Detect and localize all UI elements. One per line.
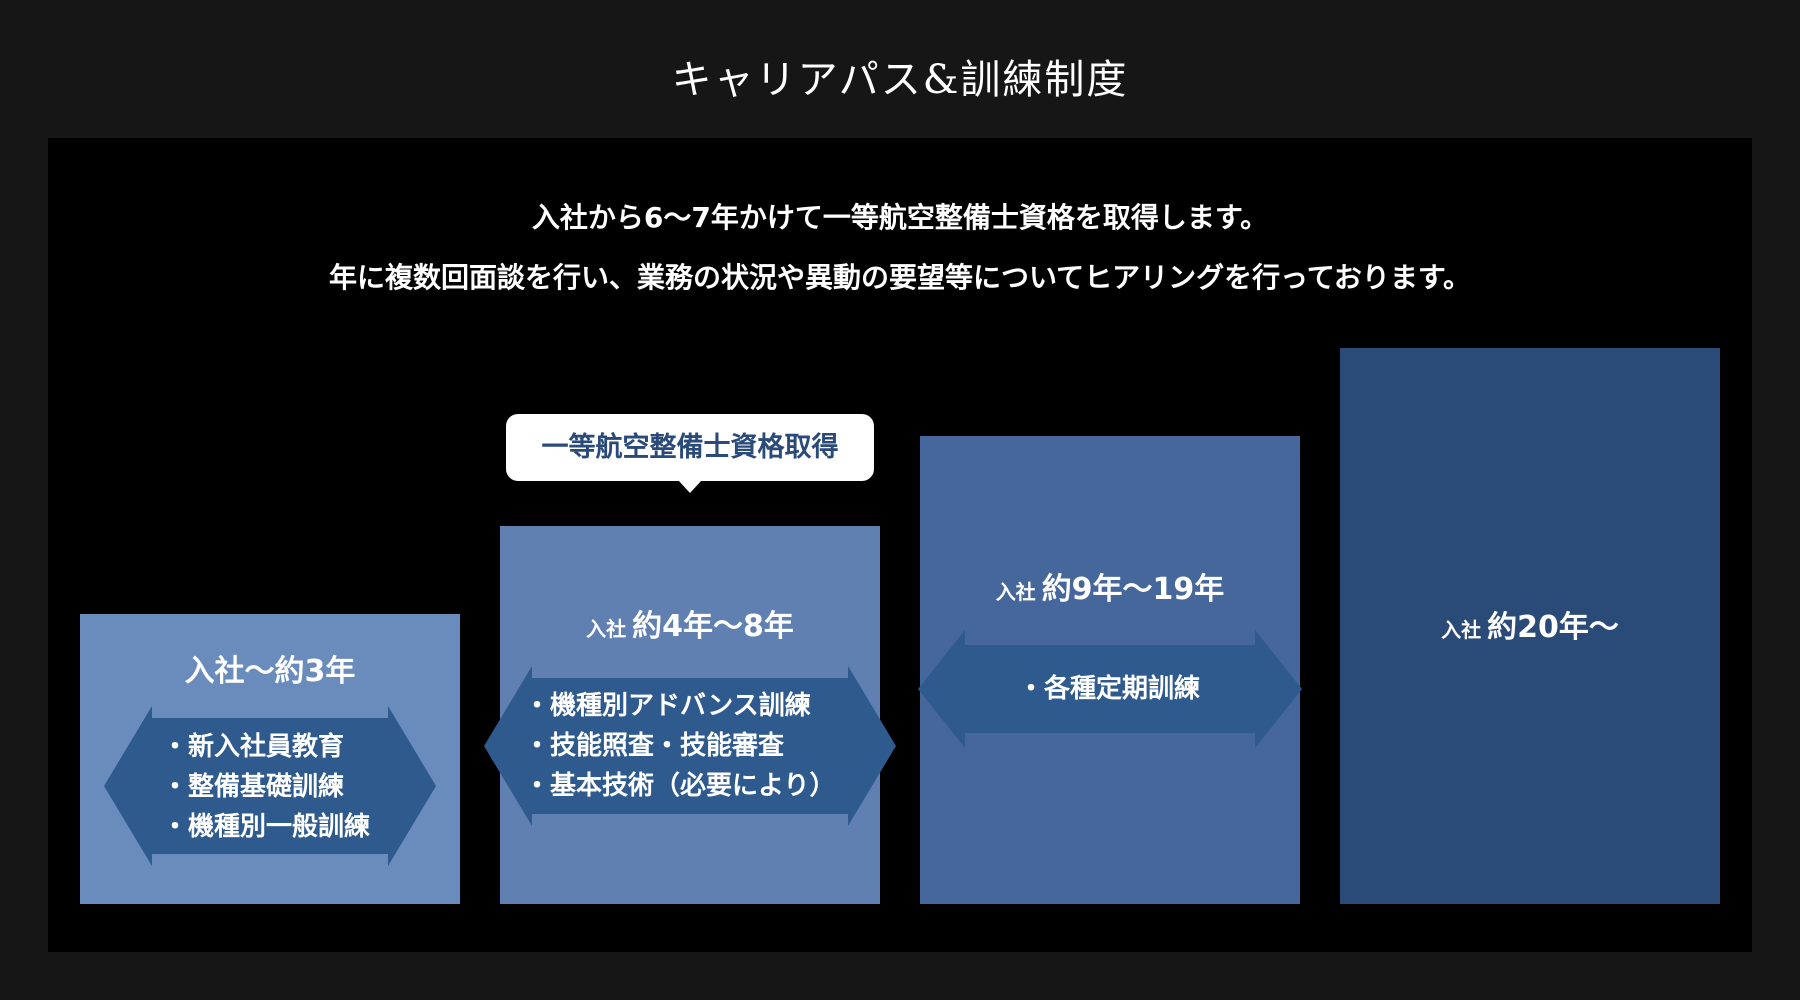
intro-line-2: 年に複数回面談を行い、業務の状況や異動の要望等についてヒアリングを行っております… — [328, 261, 1472, 294]
stage-2-training-list: ・機種別アドバンス訓練 ・技能照査・技能審査 ・基本技術（必要により） — [524, 686, 835, 806]
stage-4-period-text: 約20年〜 — [1487, 610, 1619, 645]
stage-4-period: 入社約20年〜 — [1340, 608, 1720, 650]
stage-2-prefix: 入社 — [586, 617, 627, 641]
certification-callout: 一等航空整備士資格取得 — [506, 414, 874, 481]
stage-4-prefix: 入社 — [1441, 618, 1482, 642]
stage-3-period-text: 約9年〜19年 — [1041, 572, 1225, 607]
stage-2-arrow: ・機種別アドバンス訓練 ・技能照査・技能審査 ・基本技術（必要により） — [484, 666, 896, 826]
training-item: ・基本技術（必要により） — [524, 771, 836, 801]
stage-3-prefix: 入社 — [995, 580, 1036, 604]
stage-3-arrow: ・各種定期訓練 — [918, 630, 1302, 748]
training-item: ・機種別一般訓練 — [162, 812, 371, 842]
intro-line-1: 入社から6〜7年かけて一等航空整備士資格を取得します。 — [531, 201, 1269, 234]
training-item: ・整備基礎訓練 — [162, 772, 345, 802]
stage-2-period: 入社約4年〜8年 — [500, 607, 880, 649]
stage-2-period-text: 約4年〜8年 — [632, 609, 794, 644]
training-item: ・新入社員教育 — [162, 732, 345, 762]
stage-1-arrow: ・新入社員教育 ・整備基礎訓練 ・機種別一般訓練 — [104, 706, 436, 866]
stage-1-period-text: 入社〜約3年 — [184, 654, 356, 689]
training-item: ・機種別アドバンス訓練 — [524, 691, 811, 721]
stage-3-training-list: ・各種定期訓練 — [1018, 669, 1200, 709]
training-item: ・技能照査・技能審査 — [524, 731, 785, 761]
stage-1-period: 入社〜約3年 — [80, 652, 460, 692]
stage-1-training-list: ・新入社員教育 ・整備基礎訓練 ・機種別一般訓練 — [162, 727, 370, 847]
stage-4-box: 入社約20年〜 — [1340, 348, 1720, 904]
stage-3-period: 入社約9年〜19年 — [920, 570, 1300, 612]
double-arrow-icon — [104, 706, 436, 866]
callout-pointer-icon — [678, 480, 702, 493]
training-item: ・各種定期訓練 — [1018, 674, 1201, 704]
page-title: キャリアパス&訓練制度 — [671, 57, 1129, 103]
double-arrow-icon — [918, 630, 1302, 748]
double-arrow-icon — [484, 666, 896, 826]
